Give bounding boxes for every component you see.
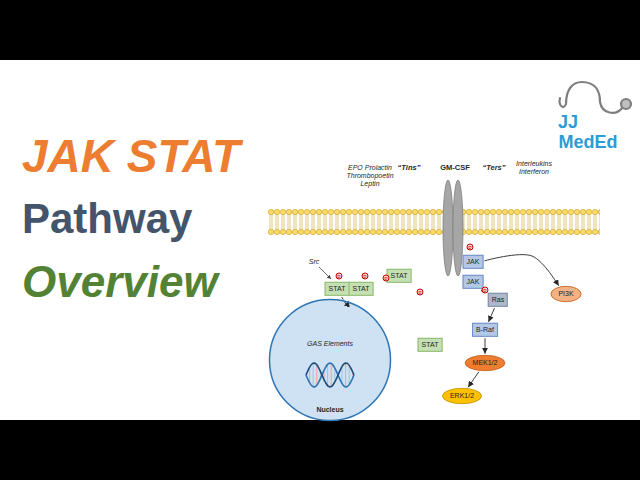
- protein-name: B-Raf: [476, 326, 494, 334]
- nucleus-circle: GAS ElementsNucleus: [269, 299, 391, 421]
- dna-strand: [306, 363, 354, 387]
- node-shape: [551, 286, 581, 301]
- base-pair: [327, 364, 328, 385]
- title-text: Pathway: [22, 195, 192, 243]
- phosphate-mark: P: [417, 289, 424, 296]
- dna-helix: [306, 363, 354, 387]
- base-pair: [316, 365, 317, 385]
- stat-box: STAT: [349, 282, 374, 296]
- phosphate-mark: P: [482, 287, 489, 294]
- signal-arrow: [485, 338, 486, 354]
- protein-name: ERK1/2: [450, 392, 474, 400]
- ligand-group: “Tins”: [398, 164, 421, 173]
- phosphate-mark: P: [383, 275, 390, 282]
- mek-ellipse: MEK1/2: [465, 355, 506, 371]
- node-shape: [465, 355, 505, 370]
- src-arrow: [319, 267, 331, 279]
- ligand-list: EPO Prolactin Thrombopoetin Leptin: [346, 164, 393, 188]
- protein-name: PI3K: [558, 290, 573, 298]
- base-pair: [313, 363, 314, 387]
- protein-name: JAK: [467, 258, 480, 266]
- node-shape: [270, 300, 391, 421]
- node-outline: [269, 299, 391, 421]
- logo-text: MedEd: [558, 132, 617, 153]
- base-pair: [345, 363, 346, 387]
- braf-box: B-Raf: [472, 323, 498, 337]
- protein-name: STAT: [353, 285, 370, 293]
- kinase-name: Src: [309, 258, 320, 266]
- pi3k-ellipse: PI3K: [550, 286, 581, 302]
- receptor: [443, 180, 453, 276]
- bottom-bar: [0, 420, 640, 480]
- signal-arrow: [484, 255, 558, 286]
- base-pair: [331, 363, 332, 386]
- erk-ellipse: ERK1/2: [442, 388, 482, 404]
- protein-name: STAT: [329, 285, 346, 293]
- compartment-name: Nucleus: [316, 406, 343, 414]
- receptor: [453, 180, 463, 276]
- signal-arrow: [489, 308, 495, 322]
- protein-name: JAK: [467, 278, 480, 286]
- nucleus-fill: [269, 299, 391, 421]
- base-pair: [349, 365, 350, 384]
- ras-box: Ras: [488, 293, 508, 307]
- ligand-group: “Ters”: [482, 164, 505, 173]
- stat-box: STAT: [418, 338, 443, 352]
- cell-membrane: [268, 209, 600, 235]
- protein-name: STAT: [391, 272, 408, 280]
- stat-box: STAT: [325, 282, 350, 296]
- protein-name: Ras: [492, 296, 504, 304]
- phosphate-mark: P: [336, 273, 343, 280]
- logo-text: JJ: [558, 112, 578, 133]
- jak-box: JAK: [463, 255, 484, 269]
- ligand-name: GM-CSF: [440, 164, 470, 173]
- stat-box: STAT: [387, 269, 412, 283]
- title-text: Overview: [22, 257, 218, 308]
- top-bar: [0, 0, 640, 60]
- ligand-list: Interleukins Interferon: [516, 160, 552, 176]
- jak-box: JAK: [463, 275, 484, 289]
- dna-strand: [306, 363, 354, 387]
- protein-name: MEK1/2: [473, 359, 498, 367]
- stethoscope-icon: [560, 82, 631, 113]
- title-text: JAK STAT: [22, 130, 240, 183]
- protein-name: STAT: [422, 341, 439, 349]
- base-pair: [342, 367, 343, 384]
- region-label: GAS Elements: [307, 340, 353, 348]
- phosphate-mark: P: [362, 273, 369, 280]
- node-shape: [442, 388, 481, 403]
- phosphate-mark: P: [467, 244, 474, 251]
- signal-arrow: [468, 372, 479, 388]
